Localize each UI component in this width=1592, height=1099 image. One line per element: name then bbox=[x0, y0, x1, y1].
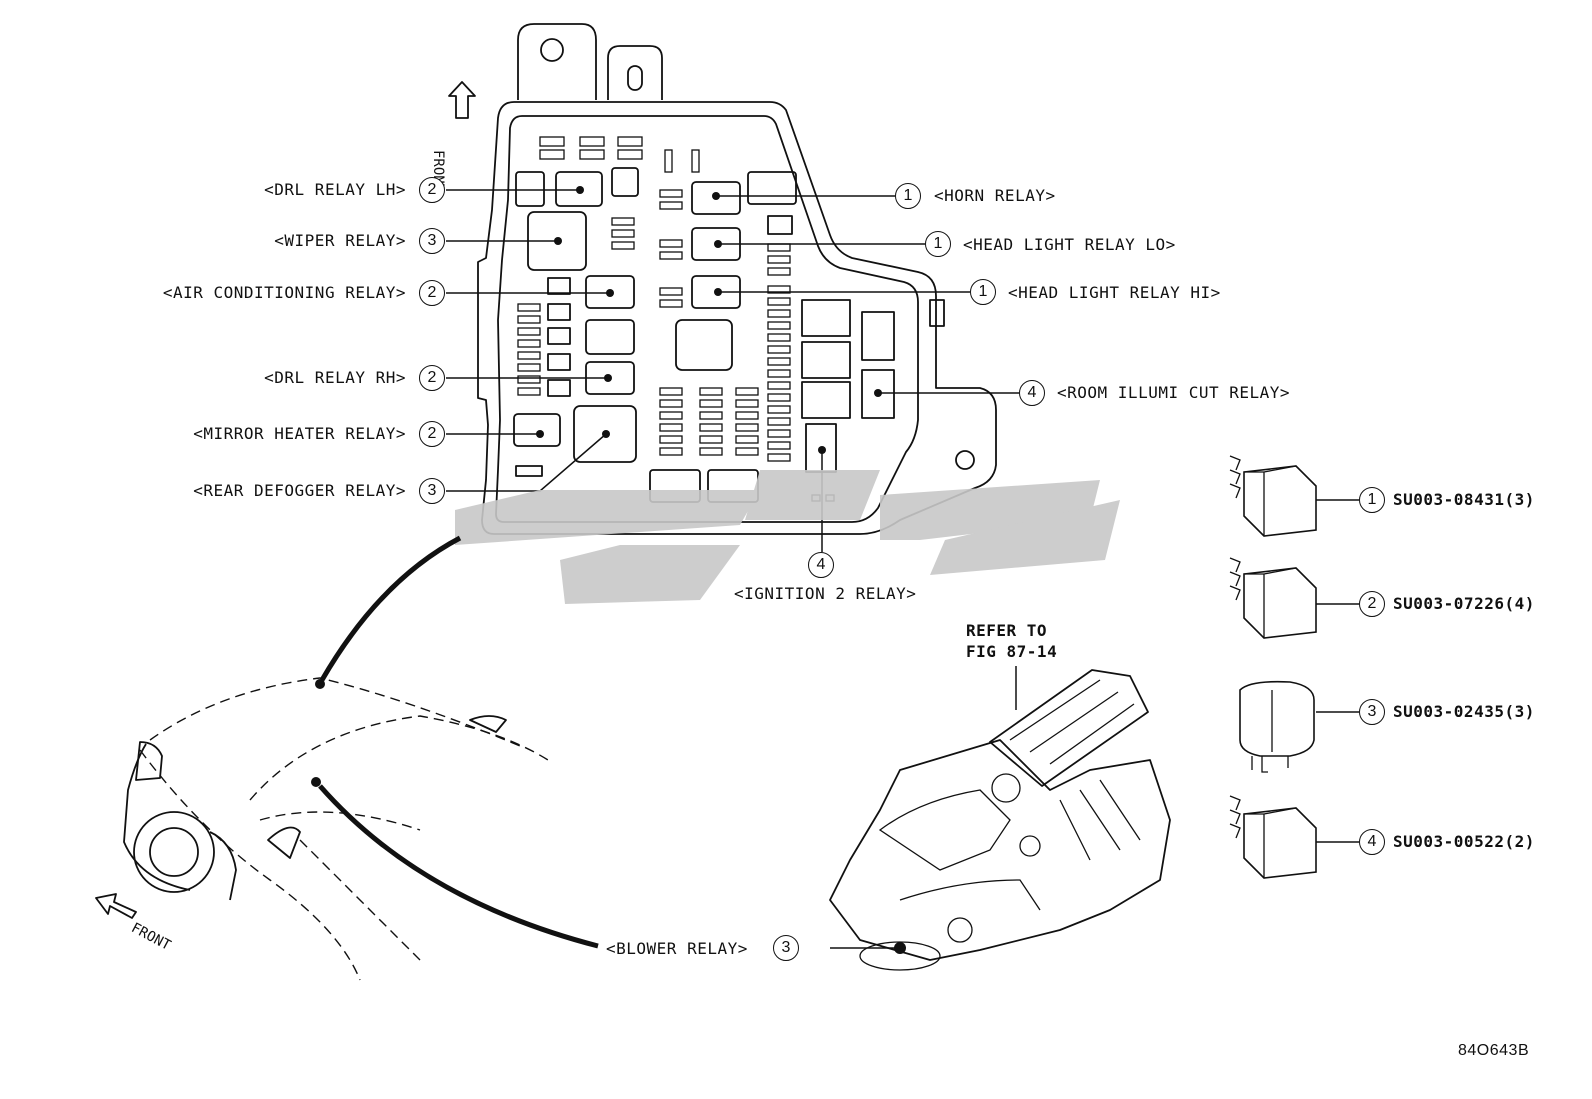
part-number-1: SU003-08431(3) bbox=[1393, 490, 1535, 509]
watermark bbox=[455, 470, 1120, 604]
callout-number: 1 bbox=[970, 279, 996, 305]
callout-number: 3 bbox=[1359, 699, 1385, 725]
refer-note-line-2: FIG 87-14 bbox=[966, 642, 1058, 661]
ignition-2-relay-label: <IGNITION 2 RELAY> bbox=[734, 584, 917, 603]
link-line-fuse-box bbox=[319, 535, 462, 682]
car-outline bbox=[123, 677, 549, 981]
air-conditioning-relay-label: <AIR CONDITIONING RELAY> bbox=[162, 283, 406, 302]
link-line-blower bbox=[318, 784, 599, 949]
callout-number: 2 bbox=[419, 280, 445, 306]
callout-number: 4 bbox=[1019, 380, 1045, 406]
wiper-relay-label: <WIPER RELAY> bbox=[274, 231, 406, 250]
relay-type-3-icon bbox=[1239, 680, 1315, 773]
part-number-3: SU003-02435(3) bbox=[1393, 702, 1535, 721]
hvac-unit bbox=[829, 669, 1171, 971]
callout-number: 4 bbox=[808, 552, 834, 578]
callout-number: 3 bbox=[773, 935, 799, 961]
relay-type-1-icon bbox=[1229, 455, 1317, 537]
callout-number: 2 bbox=[419, 365, 445, 391]
callout-number: 1 bbox=[1359, 487, 1385, 513]
drl-relay-lh-label: <DRL RELAY LH> bbox=[264, 180, 406, 199]
callout-number: 2 bbox=[419, 177, 445, 203]
room-illumi-cut-relay-label: <ROOM ILLUMI CUT RELAY> bbox=[1057, 383, 1291, 402]
part-number-2: SU003-07226(4) bbox=[1393, 594, 1535, 613]
drl-relay-rh-label: <DRL RELAY RH> bbox=[264, 368, 406, 387]
relay-type-4-icon bbox=[1229, 795, 1317, 879]
callout-number: 4 bbox=[1359, 829, 1385, 855]
callout-number: 2 bbox=[1359, 591, 1385, 617]
head-light-relay-lo-label: <HEAD LIGHT RELAY LO> bbox=[963, 235, 1176, 254]
callout-number: 3 bbox=[419, 478, 445, 504]
callout-number: 1 bbox=[925, 231, 951, 257]
fuse-relay-box bbox=[448, 23, 997, 535]
head-light-relay-hi-label: <HEAD LIGHT RELAY HI> bbox=[1008, 283, 1221, 302]
mirror-heater-relay-label: <MIRROR HEATER RELAY> bbox=[193, 424, 406, 443]
refer-note-line-1: REFER TO bbox=[966, 621, 1048, 640]
rear-defogger-relay-label: <REAR DEFOGGER RELAY> bbox=[193, 481, 406, 500]
horn-relay-label: <HORN RELAY> bbox=[934, 186, 1056, 205]
figure-code: 84O643B bbox=[1458, 1042, 1530, 1059]
relay-type-2-icon bbox=[1229, 557, 1317, 639]
blower-relay-label: <BLOWER RELAY> bbox=[606, 939, 748, 958]
callout-number: 2 bbox=[419, 421, 445, 447]
callout-number: 1 bbox=[895, 183, 921, 209]
callout-number: 3 bbox=[419, 228, 445, 254]
leader-lines bbox=[446, 189, 1359, 949]
part-number-4: SU003-00522(2) bbox=[1393, 832, 1535, 851]
